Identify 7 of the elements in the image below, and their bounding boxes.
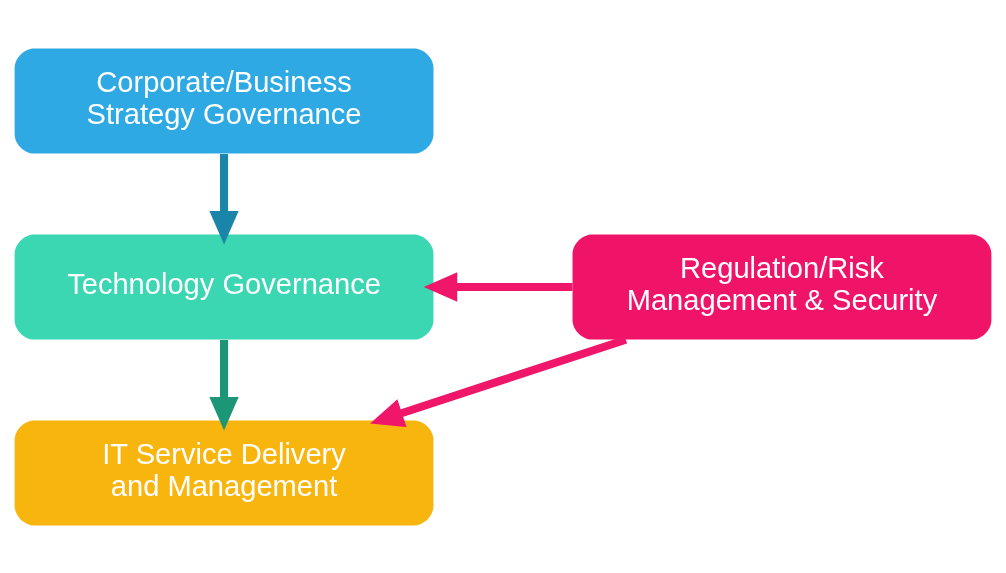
node-box: IT Service Delivery and Management <box>14 419 434 526</box>
node-box: Technology Governance <box>14 233 434 340</box>
node-box: Regulation/Risk Management & Security <box>572 233 992 340</box>
arrow <box>209 339 239 430</box>
arrow <box>423 271 573 302</box>
arrow <box>209 153 239 244</box>
node-box: Corporate/Business Strategy Governance <box>14 47 434 154</box>
